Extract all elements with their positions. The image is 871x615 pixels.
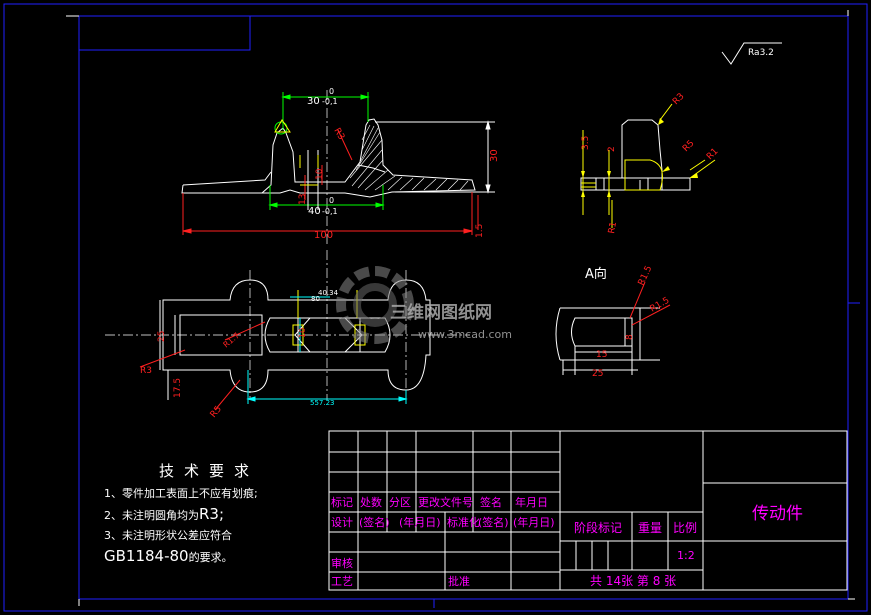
dim-bottom-minus01: -0,1	[322, 207, 338, 216]
tb-h-docno: 更改文件号	[418, 495, 473, 509]
front-view-red-dims	[182, 129, 479, 235]
tb-approve: 批准	[448, 574, 470, 588]
side-r1-right: R1	[705, 147, 721, 163]
tb-sheets: 共 14张 第 8 张	[590, 574, 676, 588]
frame-corner-marks	[66, 10, 855, 606]
dim-height-30: 30	[489, 149, 500, 162]
plan-view-red-leaders	[139, 321, 266, 411]
dim-bottom-0: 0	[329, 196, 334, 205]
front-view-yellow-marks	[274, 119, 319, 186]
tb-h-date: 年月日	[515, 495, 548, 509]
tb-design: 设计	[331, 516, 353, 529]
watermark-url: www.3mcad.com	[418, 328, 512, 341]
tb-std: 标准化	[447, 515, 480, 529]
view-a-outline	[555, 307, 660, 361]
side-view-outline	[580, 119, 691, 191]
view-a-r1-5-top: R1.5	[637, 264, 655, 287]
dim-length-100: 100	[314, 230, 333, 241]
plan-view-outline	[162, 279, 431, 393]
dim-top-0: 0	[329, 87, 334, 96]
watermark-logo	[336, 266, 414, 344]
side-dim-2: 2	[607, 146, 617, 152]
watermark-title: 三维网图纸网	[390, 302, 492, 323]
side-r5: R5	[681, 139, 697, 155]
view-a-dim-25: 25	[592, 369, 603, 379]
tb-h-count: 处数	[360, 496, 382, 509]
plan-view-cyan-dims	[246, 296, 408, 404]
view-a-dim-8: 8	[625, 334, 635, 340]
tech-req-line2-value: R3;	[199, 505, 225, 523]
tb-part-name: 传动件	[752, 504, 803, 524]
plan-length: 557.23	[310, 399, 335, 407]
plan-r3: R3	[140, 366, 152, 376]
tb-stage: 阶段标记	[574, 520, 622, 535]
tb-h-sign: 签名	[480, 495, 502, 509]
tech-req-title: 技术要求	[159, 462, 260, 480]
plan-dim-17-5: 17.5	[173, 378, 183, 398]
tech-req-line2: 2、未注明圆角均为R3;	[104, 505, 324, 523]
view-a-r1-5-right: R1.5	[649, 296, 672, 315]
side-view-arrows	[581, 118, 698, 197]
tb-review: 审核	[331, 556, 353, 570]
tech-req-line4-code: GB1184-80	[104, 547, 189, 565]
view-a-dims	[562, 318, 638, 375]
dim-bottom-40: 40	[308, 206, 321, 217]
roughness-value: Ra3.2	[748, 48, 774, 58]
plan-view-centerlines	[105, 250, 470, 400]
front-view-white-dims	[300, 120, 495, 210]
dim-top-30: 30	[307, 96, 320, 107]
plan-dim-80: 80	[311, 295, 320, 303]
tb-scale-value: 1:2	[677, 549, 695, 562]
front-view-hatching	[349, 124, 469, 191]
side-r3: R3	[671, 92, 687, 108]
side-r1-bottom: R1	[607, 221, 619, 235]
tech-req-line3: 3、未注明形状公差应符合	[104, 529, 232, 542]
dim-13: 13	[298, 194, 308, 205]
front-r3: R3	[331, 127, 346, 142]
dim-top-minus01: -0,1	[322, 97, 338, 106]
view-a-label: A向	[585, 266, 607, 282]
tech-req-line4-suffix: 的要求。	[188, 551, 233, 564]
tb-date2: (年月日)	[513, 515, 555, 529]
tech-req-line2-prefix: 2、未注明圆角均为	[104, 509, 199, 522]
plan-dim-25: 25	[157, 331, 167, 342]
tb-date1: (年月日)	[399, 515, 441, 529]
roughness-symbol	[721, 42, 782, 65]
dim-1-5: 1.5	[475, 224, 485, 238]
plan-dim-40-34: 40.34	[318, 289, 339, 297]
tb-sign2: (签名)	[478, 515, 509, 529]
tb-weight: 重量	[638, 521, 662, 535]
view-a-dim-15: 15	[596, 350, 607, 360]
tb-sign1: (签名)	[359, 515, 390, 529]
plan-r5: R5	[209, 404, 224, 420]
plan-dim-10: 10	[298, 328, 307, 338]
tech-req-line4: GB1184-80的要求。	[104, 547, 324, 565]
front-view-outline	[181, 118, 476, 198]
tb-h-mark: 标记	[331, 495, 353, 509]
dim-10: 10	[315, 168, 325, 180]
title-block-grid	[328, 430, 848, 591]
drawing-frame	[3, 3, 868, 612]
tech-req-line1: 1、零件加工表面上不应有划痕;	[104, 487, 258, 500]
plan-view-white-dims	[159, 300, 176, 400]
view-a-red-leaders	[629, 281, 671, 326]
side-view-yellow	[581, 103, 716, 228]
technical-requirements: 技术要求 1、零件加工表面上不应有划痕; 2、未注明圆角均为R3; 3、未注明形…	[104, 460, 324, 565]
tb-process: 工艺	[331, 575, 353, 588]
tb-scale: 比例	[673, 521, 697, 535]
side-dim-3-5: 3.5	[581, 136, 591, 150]
tb-h-zone: 分区	[389, 496, 411, 509]
